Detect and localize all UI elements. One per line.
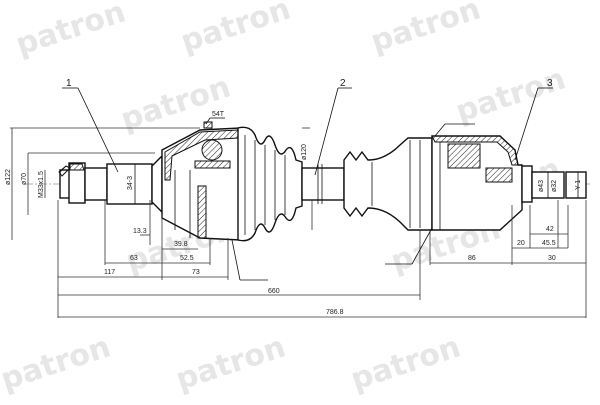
label-d43: ø43 xyxy=(538,180,545,192)
outer-cv-stub xyxy=(58,154,163,214)
inner-tripod-joint xyxy=(431,135,523,231)
dim-786-8: 786.8 xyxy=(326,309,344,316)
inner-cv-stub xyxy=(521,165,587,203)
watermark: patron xyxy=(117,69,235,137)
dim-30: 30 xyxy=(548,255,556,262)
dim-42: 42 xyxy=(546,226,554,233)
outer-cv-joint xyxy=(161,121,241,241)
watermark: patron xyxy=(347,329,465,397)
label-d32: ø32 xyxy=(551,180,558,192)
callout-1: 1 xyxy=(66,78,72,89)
watermark: patron xyxy=(177,0,295,60)
label-d70: ø70 xyxy=(21,173,28,185)
dimension-lines: 13.3 39.8 63 52.5 117 73 660 786.8 86 30… xyxy=(58,205,586,318)
dim-86: 86 xyxy=(468,255,476,262)
extension-lines xyxy=(57,200,587,318)
abs-ring xyxy=(197,185,207,239)
callouts: 1 2 3 xyxy=(62,78,553,176)
watermark: patron xyxy=(452,61,570,129)
watermark: patron xyxy=(0,329,115,397)
label-d120: ø120 xyxy=(301,144,308,160)
inner-boot xyxy=(343,137,433,231)
dim-660: 660 xyxy=(268,288,280,295)
diameter-labels: ø122 ø70 M33x1.5 34-3 54T ø120 ø43 ø32 Y… xyxy=(5,111,582,240)
dim-73: 73 xyxy=(192,269,200,276)
outer-boot xyxy=(237,126,303,242)
watermark: patron xyxy=(12,0,130,63)
dim-117: 117 xyxy=(104,269,115,276)
callout-2: 2 xyxy=(340,78,346,89)
dim-13-3: 13.3 xyxy=(133,228,147,235)
callout-3: 3 xyxy=(547,78,553,89)
label-d122: ø122 xyxy=(5,169,12,185)
dim-20: 20 xyxy=(517,240,525,247)
shaft xyxy=(301,167,345,201)
watermark: patron xyxy=(172,329,290,397)
label-teeth: 54T xyxy=(212,111,225,118)
label-thread: M33x1.5 xyxy=(38,171,45,198)
dim-52-5: 52.5 xyxy=(180,255,194,262)
dim-63: 63 xyxy=(130,255,138,262)
dim-45-5: 45.5 xyxy=(542,240,556,247)
watermark: patron xyxy=(367,0,485,60)
dim-39-8: 39.8 xyxy=(174,241,188,248)
label-spline-left: 34-3 xyxy=(127,176,134,190)
label-spline-right: Y-1 xyxy=(575,180,582,190)
